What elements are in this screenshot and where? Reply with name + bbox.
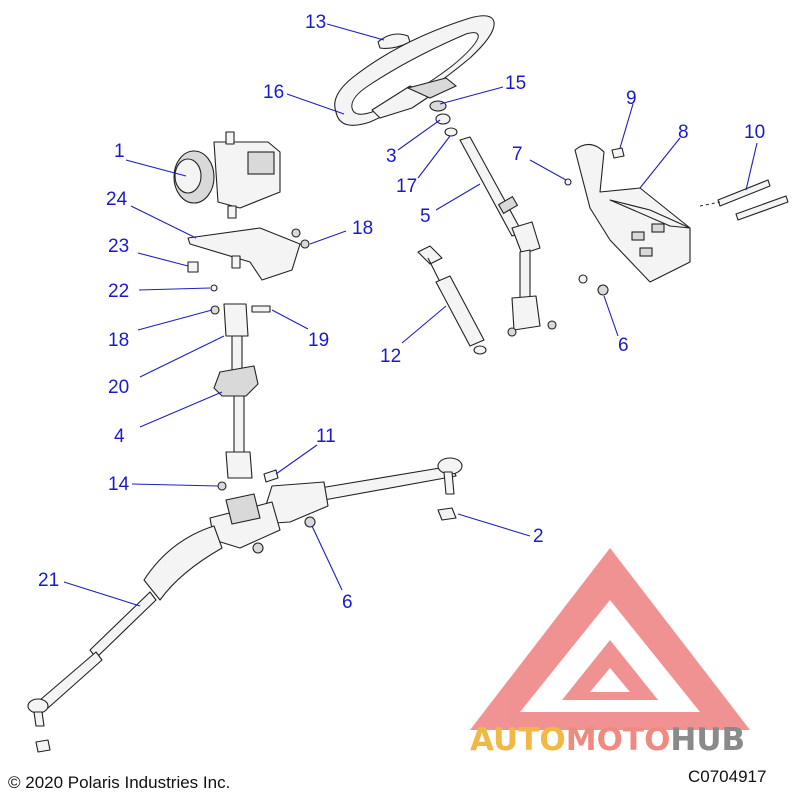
callout-21: 21 bbox=[38, 570, 59, 591]
part-nut-18-upper bbox=[300, 239, 310, 249]
part-bolt-23 bbox=[187, 261, 199, 273]
part-bolt-9 bbox=[611, 147, 625, 159]
drawing-code: C0704917 bbox=[688, 767, 766, 786]
callouts: 13 16 15 3 17 5 7 9 8 10 6 12 1 24 23 22… bbox=[38, 12, 765, 613]
callout-18-lower: 18 bbox=[108, 330, 129, 351]
leader-lines bbox=[63, 23, 758, 607]
svg-text:AUTOMOTOHUB: AUTOMOTOHUB bbox=[470, 722, 745, 758]
callout-15: 15 bbox=[505, 73, 526, 94]
callout-10: 10 bbox=[744, 122, 765, 143]
callout-2: 2 bbox=[533, 526, 544, 547]
callout-16: 16 bbox=[263, 82, 284, 103]
watermark-moto: MOTO bbox=[566, 722, 671, 758]
watermark-hub: HUB bbox=[670, 722, 745, 758]
part-gas-strut bbox=[417, 245, 487, 355]
part-bushing-3 bbox=[435, 113, 451, 125]
part-bolt-19 bbox=[251, 305, 271, 313]
callout-9: 9 bbox=[626, 88, 637, 109]
copyright-text: © 2020 Polaris Industries Inc. bbox=[8, 773, 230, 792]
callout-18-upper: 18 bbox=[352, 218, 373, 239]
callout-23: 23 bbox=[108, 236, 129, 257]
part-nut-6-upper bbox=[597, 284, 609, 296]
callout-14: 14 bbox=[108, 474, 130, 495]
part-bolt-11 bbox=[263, 469, 279, 483]
callout-4: 4 bbox=[114, 426, 125, 447]
part-nut-2 bbox=[437, 507, 457, 521]
part-long-bolts-10 bbox=[699, 179, 789, 221]
watermark-auto: AUTO bbox=[470, 722, 566, 758]
callout-13: 13 bbox=[305, 12, 326, 33]
callout-7: 7 bbox=[512, 144, 523, 165]
part-upper-shaft bbox=[459, 136, 557, 337]
part-nut-tierod bbox=[35, 739, 51, 753]
part-nut-18-lower bbox=[210, 305, 220, 315]
part-nut-6-lower bbox=[304, 516, 316, 528]
watermark-logo bbox=[470, 548, 750, 730]
part-steering-wheel bbox=[334, 15, 495, 126]
watermark-wordmark: AUTOMOTOHUB bbox=[470, 722, 745, 758]
part-washer-22 bbox=[210, 284, 218, 292]
part-steering-rack bbox=[27, 457, 463, 727]
callout-12: 12 bbox=[380, 346, 401, 367]
callout-22: 22 bbox=[108, 281, 129, 302]
callout-20: 20 bbox=[108, 377, 129, 398]
callout-19: 19 bbox=[308, 330, 329, 351]
callout-17: 17 bbox=[396, 176, 417, 197]
part-nut-14 bbox=[217, 481, 227, 491]
callout-1: 1 bbox=[114, 141, 125, 162]
part-mount-plate bbox=[187, 227, 301, 281]
callout-24: 24 bbox=[106, 189, 128, 210]
callout-3: 3 bbox=[386, 146, 397, 167]
part-bolt-extra bbox=[231, 255, 241, 269]
part-steering-motor bbox=[173, 131, 281, 219]
callout-5: 5 bbox=[420, 206, 431, 227]
part-intermediate-shaft bbox=[213, 303, 259, 479]
callout-6-upper: 6 bbox=[618, 335, 629, 356]
part-washer-upper bbox=[578, 274, 588, 284]
callout-8: 8 bbox=[678, 122, 689, 143]
callout-11: 11 bbox=[316, 426, 336, 447]
callout-6-lower: 6 bbox=[342, 592, 353, 613]
part-nut-7 bbox=[564, 178, 572, 186]
part-mount-bracket bbox=[574, 143, 691, 283]
part-bushing-17 bbox=[444, 127, 458, 137]
